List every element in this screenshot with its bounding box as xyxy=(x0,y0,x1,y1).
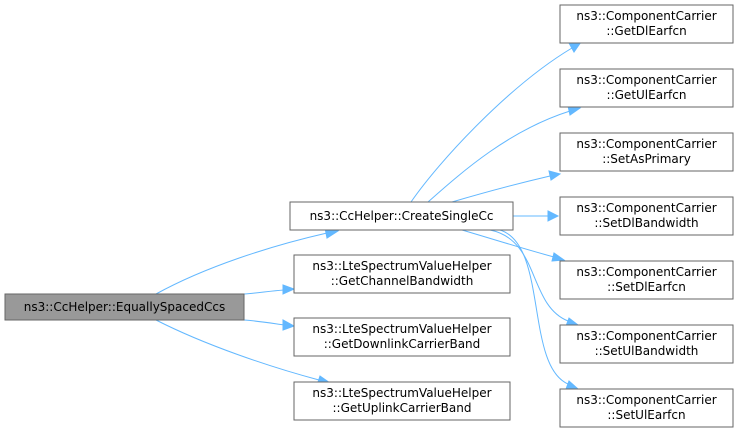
node-label-line1: ns3::ComponentCarrier xyxy=(576,137,716,151)
node-label-line1: ns3::ComponentCarrier xyxy=(576,201,716,215)
node-label-line1: ns3::LteSpectrumValueHelper xyxy=(312,386,491,400)
node-setdlbandwidth[interactable]: ns3::ComponentCarrier ::SetDlBandwidth xyxy=(559,196,734,236)
edge-createsinglecc-to-setulearfcn xyxy=(499,229,580,390)
edge-createsinglecc-to-setdlearfcn xyxy=(461,229,566,262)
node-label-line2: ::GetDownlinkCarrierBand xyxy=(324,337,481,351)
node-label-line1: ns3::ComponentCarrier xyxy=(576,329,716,343)
node-label-line2: ::SetDlBandwidth xyxy=(594,216,698,230)
node-createsinglecc[interactable]: ns3::CcHelper::CreateSingleCc xyxy=(289,201,514,231)
node-label: ns3::CcHelper::CreateSingleCc xyxy=(310,209,494,223)
node-label-line1: ns3::LteSpectrumValueHelper xyxy=(312,259,491,273)
edge-root-to-getchannelbandwidth xyxy=(243,284,296,295)
node-label-line2: ::SetAsPrimary xyxy=(602,152,691,166)
node-label-line2: ::GetChannelBandwidth xyxy=(331,274,474,288)
edge-root-to-getdownlinkcarrierband xyxy=(243,319,296,331)
node-setulearfcn[interactable]: ns3::ComponentCarrier ::SetUlEarfcn xyxy=(559,388,734,428)
node-setdlearfcn[interactable]: ns3::ComponentCarrier ::SetDlEarfcn xyxy=(559,260,734,300)
node-label-line2: ::SetUlEarfcn xyxy=(607,408,685,422)
node-getulearfcn[interactable]: ns3::ComponentCarrier ::GetUlEarfcn xyxy=(559,68,734,108)
edge-createsinglecc-to-setasprimary xyxy=(451,170,562,203)
node-label-line2: ::SetDlEarfcn xyxy=(607,280,686,294)
node-label-line2: ::SetUlBandwidth xyxy=(595,344,699,358)
node-label-line1: ns3::ComponentCarrier xyxy=(576,73,716,87)
node-label-line2: ::GetUlEarfcn xyxy=(607,88,687,102)
node-getchannelbandwidth[interactable]: ns3::LteSpectrumValueHelper ::GetChannel… xyxy=(293,254,511,294)
node-label-line1: ns3::ComponentCarrier xyxy=(576,9,716,23)
node-label-line2: ::GetDlEarfcn xyxy=(606,24,686,38)
node-setasprimary[interactable]: ns3::ComponentCarrier ::SetAsPrimary xyxy=(559,132,734,172)
node-label-line1: ns3::LteSpectrumValueHelper xyxy=(312,322,491,336)
edge-createsinglecc-to-getdlearfcn xyxy=(410,41,583,203)
node-getuplinkcarrierband[interactable]: ns3::LteSpectrumValueHelper ::GetUplinkC… xyxy=(293,381,511,421)
node-getdownlinkcarrierband[interactable]: ns3::LteSpectrumValueHelper ::GetDownlin… xyxy=(293,317,511,357)
node-label-line1: ns3::ComponentCarrier xyxy=(576,393,716,407)
node-getdlearfcn[interactable]: ns3::ComponentCarrier ::GetDlEarfcn xyxy=(559,4,734,44)
node-root-equallyspacedccs[interactable]: ns3::CcHelper::EquallySpacedCcs xyxy=(4,293,245,321)
node-label: ns3::CcHelper::EquallySpacedCcs xyxy=(24,300,225,314)
node-setulbandwidth[interactable]: ns3::ComponentCarrier ::SetUlBandwidth xyxy=(559,324,734,364)
node-label-line2: ::GetUplinkCarrierBand xyxy=(333,401,472,415)
node-label-line1: ns3::ComponentCarrier xyxy=(576,265,716,279)
edge-createsinglecc-to-setdlbandwidth xyxy=(513,210,560,222)
